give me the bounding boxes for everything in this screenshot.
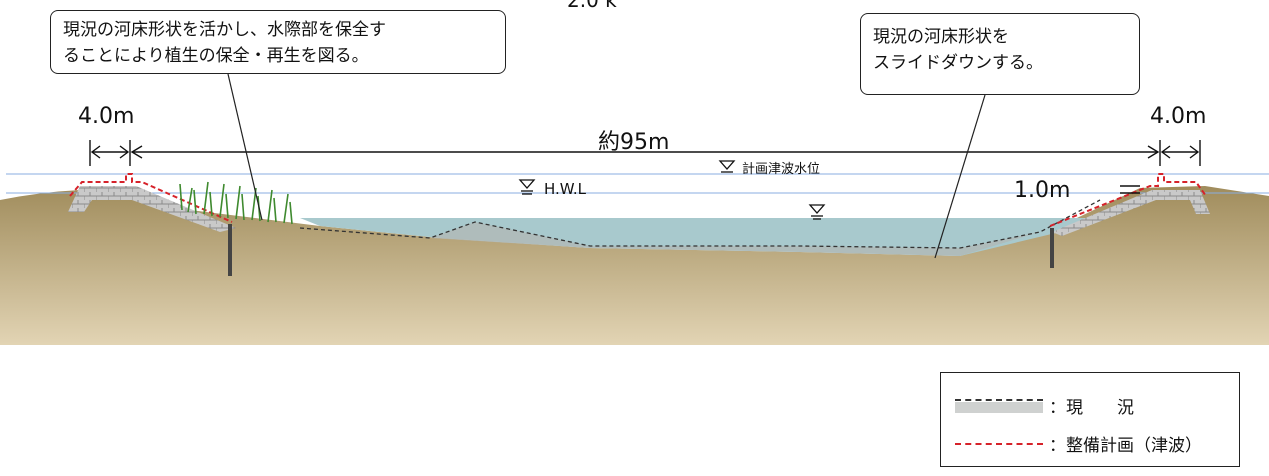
water-level-symbols <box>518 160 826 220</box>
existing-bed-fill <box>430 222 1060 256</box>
callout-left-line2: ることにより植生の保全・再生を図る。 <box>63 46 369 66</box>
ground <box>0 186 1269 345</box>
levee-raise-height: 1.0m <box>1014 178 1071 203</box>
hwl-label: H.W.L <box>544 180 587 198</box>
left-levee <box>68 173 236 276</box>
legend-plan-swatch <box>955 437 1043 451</box>
total-width: 約95m <box>598 130 670 155</box>
legend-existing: ： 現 況 <box>955 393 1134 418</box>
callout-right-line1: 現況の河床形状を <box>873 27 1009 47</box>
right-levee <box>1049 173 1210 268</box>
tsunami-level-label: 計画津波水位 <box>742 162 821 177</box>
callout-right-leader <box>934 94 986 259</box>
callout-right: 現況の河床形状を スライドダウンする。 <box>860 13 1140 95</box>
legend-plan: ： 整備計画（津波） <box>955 431 1202 456</box>
existing-line <box>299 199 1101 249</box>
legend-existing-swatch <box>955 398 1043 413</box>
legend-existing-label: 現 況 <box>1066 398 1134 418</box>
legend: ： 現 況 ： 整備計画（津波） <box>940 372 1240 467</box>
callout-right-line2: スライドダウンする。 <box>873 53 1043 73</box>
dimension-lines <box>89 140 1201 194</box>
station-label-fragment: 2.0 k <box>567 0 617 12</box>
legend-plan-sep: ： <box>1049 436 1066 456</box>
right-berm-width: 4.0m <box>1150 104 1207 129</box>
legend-existing-sep: ： <box>1049 398 1066 418</box>
left-berm-width: 4.0m <box>78 104 135 129</box>
callout-left: 現況の河床形状を活かし、水際部を保全す ることにより植生の保全・再生を図る。 <box>50 10 506 74</box>
callout-left-leader <box>227 73 263 221</box>
callout-left-line1: 現況の河床形状を活かし、水際部を保全す <box>63 20 386 40</box>
legend-plan-label: 整備計画（津波） <box>1066 436 1202 456</box>
